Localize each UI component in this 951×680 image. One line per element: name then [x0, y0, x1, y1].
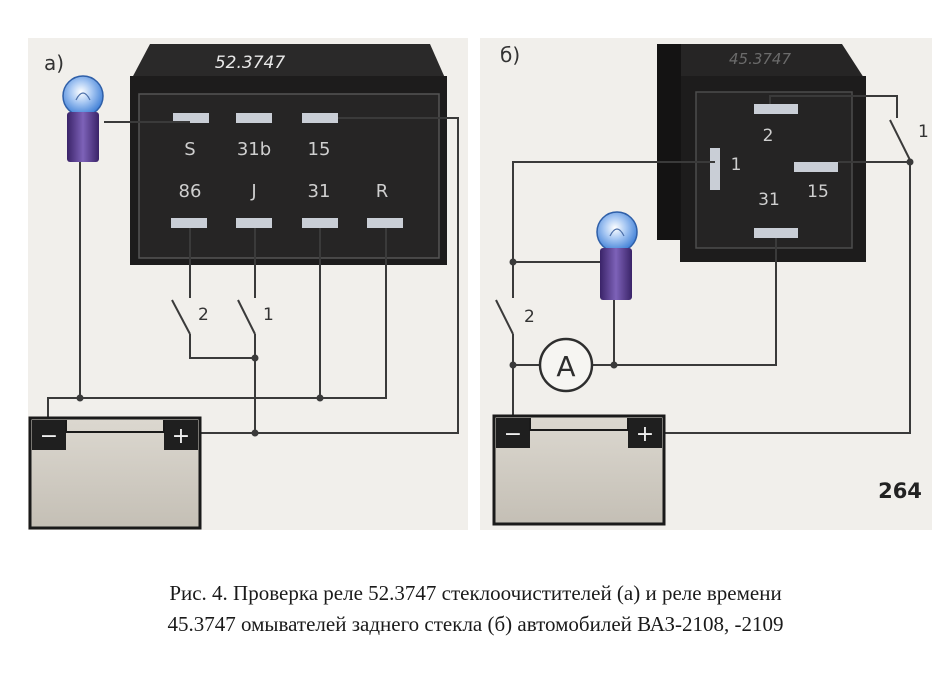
junction-b1 [509, 258, 517, 266]
battery-b-icon [492, 414, 666, 526]
bulb-a-icon [62, 75, 104, 162]
switch-b-label-1: 1 [918, 122, 929, 142]
panel-b-label: б) [500, 43, 520, 67]
junction-a3 [76, 394, 84, 402]
terminal-s [173, 113, 209, 123]
terminal-label-86: 86 [179, 181, 202, 202]
bulb-b-icon [596, 211, 638, 300]
junction-a1 [251, 354, 259, 362]
relay-b-marking: 45.3747 [729, 50, 791, 68]
battery-b-minus: − [504, 422, 522, 447]
switch-a-label-1: 1 [263, 305, 274, 325]
switch-a-label-2: 2 [198, 305, 209, 325]
terminal-label-s: S [184, 139, 195, 160]
junction-b2 [610, 361, 618, 369]
panel-a-wires [47, 117, 459, 434]
switch-b-label-2: 2 [524, 307, 535, 327]
relay-a-marking: 52.3747 [215, 53, 285, 73]
battery-b-plus: + [636, 422, 654, 447]
junction-a2 [251, 429, 259, 437]
terminal-31b [236, 113, 272, 123]
panel-a: а) 52.3747 S 31b 15 86 J 31 R [28, 44, 459, 530]
figure-caption: Рис. 4. Проверка реле 52.3747 стеклоочис… [0, 578, 951, 640]
terminal-label-31: 31 [308, 181, 331, 202]
relay-test-diagram: а) 52.3747 S 31b 15 86 J 31 R [28, 38, 932, 530]
relay-b-side [657, 44, 681, 240]
terminal-b-label-2: 2 [763, 126, 774, 146]
panel-a-label: а) [44, 51, 64, 75]
terminal-15 [302, 113, 338, 123]
terminal-j [236, 218, 272, 228]
panel-b-wires [495, 95, 911, 434]
terminal-label-15: 15 [308, 139, 331, 160]
junction-b3 [906, 158, 914, 166]
relay-b-top [657, 44, 864, 78]
terminal-b-15 [794, 162, 838, 172]
terminal-b-31 [754, 228, 798, 238]
terminal-b-label-1: 1 [731, 155, 742, 175]
terminal-b-label-15: 15 [807, 182, 829, 202]
terminal-b-label-31: 31 [758, 190, 780, 210]
terminal-label-j: J [250, 181, 256, 202]
battery-a-icon [28, 416, 202, 530]
ammeter-icon [538, 337, 594, 393]
battery-a-plus: + [172, 424, 190, 449]
terminal-86 [171, 218, 207, 228]
junction-b4 [509, 361, 517, 369]
terminal-31 [302, 218, 338, 228]
caption-line-2: 45.3747 омывателей заднего стекла (б) ав… [167, 612, 784, 636]
relay-a-top [132, 44, 445, 78]
panel-b: б) 45.3747 2 1 15 31 [492, 43, 929, 526]
caption-line-1: Рис. 4. Проверка реле 52.3747 стеклоочис… [169, 581, 782, 605]
terminal-label-31b: 31b [237, 139, 271, 160]
terminal-b-2 [754, 104, 798, 114]
terminal-label-r: R [376, 181, 389, 202]
battery-a-minus: − [40, 424, 58, 449]
page-number: 264 [878, 479, 922, 503]
terminal-r [367, 218, 403, 228]
ammeter-label: A [556, 350, 575, 383]
junction-a4 [316, 394, 324, 402]
terminal-b-1 [710, 148, 720, 190]
